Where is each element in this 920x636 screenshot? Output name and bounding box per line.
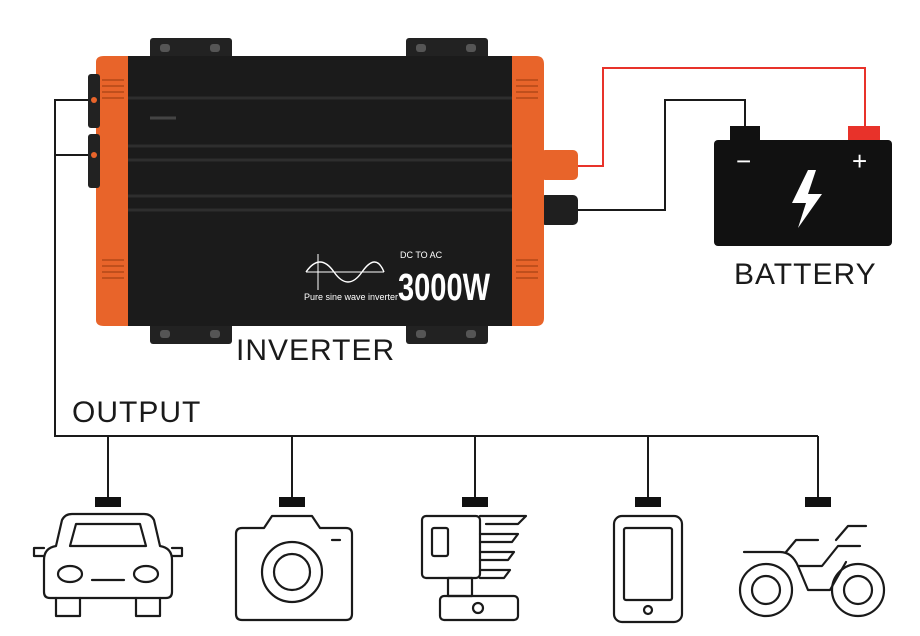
battery: − + <box>714 126 892 246</box>
battery-negative-sign: − <box>736 146 751 176</box>
dc-negative-terminal <box>540 195 578 225</box>
output-label: OUTPUT <box>72 396 201 429</box>
positive-terminal-post <box>848 126 880 142</box>
mount-bracket <box>406 38 488 60</box>
inverter-label: INVERTER <box>236 334 395 367</box>
mode-label: DC TO AC <box>400 250 443 260</box>
inverter-body <box>112 56 532 326</box>
device-icons <box>32 512 886 624</box>
drill-icon <box>420 514 528 622</box>
inverter: Pure sine wave inverter DC TO AC 3000W <box>88 38 578 344</box>
plugs <box>95 497 831 507</box>
plug-car <box>95 497 121 507</box>
car-icon <box>32 512 184 618</box>
lightning-bolt-icon <box>792 170 822 228</box>
sine-wave-icon <box>305 261 385 283</box>
camera-icon <box>234 514 354 622</box>
plug-motorcycle <box>805 497 831 507</box>
battery-label: BATTERY <box>734 258 877 291</box>
plug-drill <box>462 497 488 507</box>
mount-bracket <box>406 322 488 344</box>
positive-wire <box>578 67 866 167</box>
heatsink-fins <box>128 96 516 212</box>
inverter-front-panel: Pure sine wave inverter DC TO AC 3000W <box>304 250 490 309</box>
mount-bracket <box>150 38 232 60</box>
phone-icon <box>612 514 684 624</box>
plug-camera <box>279 497 305 507</box>
ac-outlet <box>88 134 100 188</box>
wires <box>54 67 866 497</box>
negative-wire <box>578 99 746 211</box>
output-wire <box>54 99 818 437</box>
motorcycle-icon <box>738 524 886 618</box>
wave-type-label: Pure sine wave inverter <box>304 292 398 302</box>
negative-terminal-post <box>730 126 760 142</box>
dc-positive-terminal <box>540 150 578 180</box>
power-rating: 3000W <box>398 267 490 309</box>
plug-phone <box>635 497 661 507</box>
mount-bracket <box>150 322 232 344</box>
left-end-cap <box>96 56 128 326</box>
right-end-cap <box>512 56 544 326</box>
battery-positive-sign: + <box>852 146 867 176</box>
